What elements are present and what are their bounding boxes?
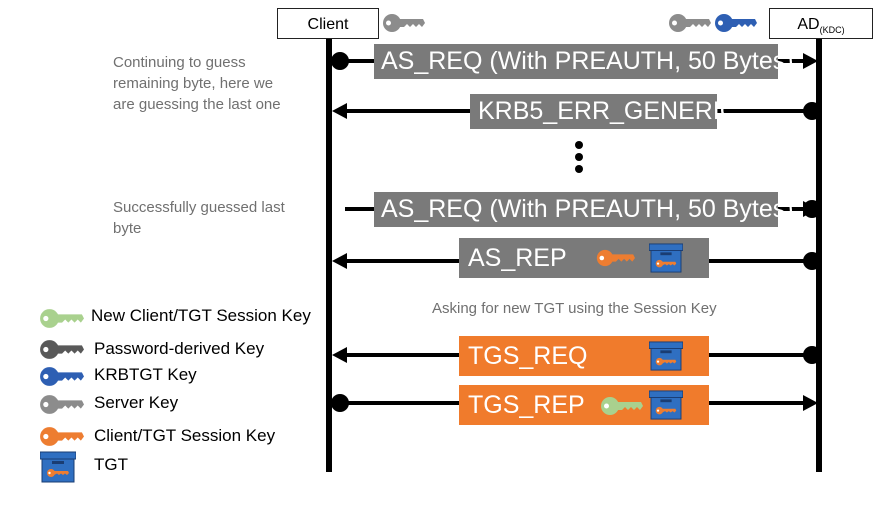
tgt-box-icon [649, 243, 683, 273]
arrowhead-tgs-rep [803, 395, 818, 411]
endpoint-dot-4 [803, 252, 821, 270]
note-line: are guessing the last one [113, 96, 281, 113]
message-as-rep: AS_REP [459, 238, 709, 278]
tgt-box-icon [40, 451, 76, 483]
note-line: byte [113, 220, 142, 237]
dark-gray-key-icon [38, 338, 84, 361]
arrowhead-as-req-1 [803, 53, 818, 69]
note-guessing: Continuing to guess remaining byte, here… [113, 52, 323, 115]
legend-label: New Client/TGT Session Key [91, 306, 311, 325]
note-asking: Asking for new TGT using the Session Key [432, 300, 717, 317]
message-label: AS_REP [468, 244, 567, 272]
endpoint-dot-5 [803, 346, 821, 364]
message-label: TGS_REQ [468, 342, 588, 370]
kdc-header: AD(KDC) [769, 8, 873, 39]
legend-label: TGT [94, 455, 128, 474]
message-tgs-rep: TGS_REP [459, 385, 709, 425]
arrowhead-krb5-err [332, 103, 347, 119]
message-label: AS_REQ (With PREAUTH, 50 Bytes) [381, 195, 794, 223]
legend: New Client/TGT Session Key Password-deri… [38, 306, 328, 486]
legend-label: Server Key [94, 393, 179, 412]
legend-label: Password-derived Key [94, 339, 265, 358]
note-line: Successfully guessed last [113, 199, 285, 216]
note-line: remaining byte, here we [113, 75, 274, 92]
ellipsis-dot-1 [575, 141, 583, 149]
legend-label: Client/TGT Session Key [94, 426, 276, 445]
message-tgs-req: TGS_REQ [459, 336, 709, 376]
message-as-req-2: AS_REQ (With PREAUTH, 50 Bytes) [374, 192, 794, 227]
arrowhead-as-rep [332, 253, 347, 269]
client-label: Client [307, 16, 349, 33]
client-lifeline [326, 39, 332, 472]
arrowhead-tgs-req [332, 347, 347, 363]
endpoint-dot-1 [331, 52, 349, 70]
blue-key-icon [38, 365, 84, 388]
message-as-req-1: AS_REQ (With PREAUTH, 50 Bytes) [374, 44, 794, 79]
kdc-sub-label: (KDC) [819, 25, 845, 36]
green-key-icon [38, 307, 84, 330]
message-label: KRB5_ERR_GENERIC [478, 97, 738, 125]
tgt-box-icon [649, 390, 683, 420]
orange-key-icon [38, 425, 84, 448]
message-krb5-err-generic: KRB5_ERR_GENERIC [470, 94, 738, 129]
message-label: AS_REQ (With PREAUTH, 50 Bytes) [381, 47, 794, 75]
green-key-icon [599, 395, 643, 417]
orange-key-icon [595, 248, 635, 268]
gray-key-icon [38, 393, 84, 416]
note-line: Continuing to guess [113, 54, 246, 71]
tgt-box-icon [649, 341, 683, 371]
note-success: Successfully guessed last byte [113, 197, 323, 239]
endpoint-dot-3 [803, 200, 821, 218]
endpoint-dot-2 [803, 102, 821, 120]
legend-label: KRBTGT Key [94, 365, 197, 384]
ellipsis-dot-2 [575, 153, 583, 161]
ellipsis-dot-3 [575, 165, 583, 173]
endpoint-dot-6 [331, 394, 349, 412]
client-header: Client [277, 8, 379, 39]
message-label: TGS_REP [468, 391, 585, 419]
kdc-label: AD [797, 16, 820, 33]
